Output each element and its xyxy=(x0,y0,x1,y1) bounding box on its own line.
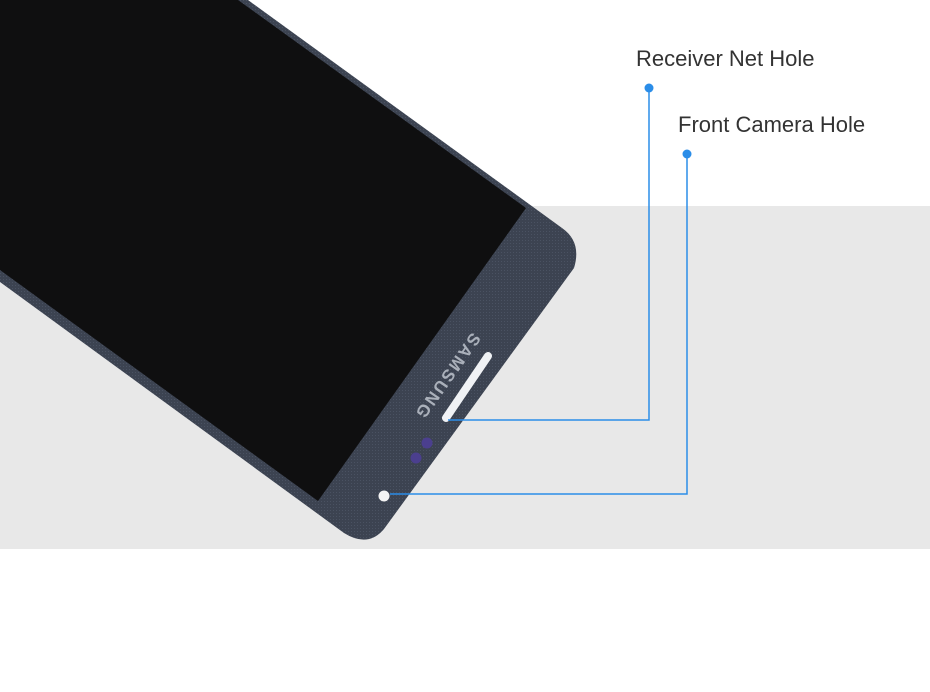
proximity-sensor-dot xyxy=(421,437,433,449)
camera-callout-line xyxy=(390,154,688,495)
camera-callout-dot xyxy=(682,149,692,159)
phone-screen xyxy=(0,0,526,501)
front-camera-hole-label: Front Camera Hole xyxy=(678,112,866,137)
receiver-net-hole-label: Receiver Net Hole xyxy=(636,46,815,71)
receiver-callout-line xyxy=(448,88,650,421)
light-sensor-dot xyxy=(410,452,422,464)
receiver-callout-dot xyxy=(644,83,654,93)
front-camera-hole xyxy=(378,490,390,502)
receiver-net-hole xyxy=(442,352,492,422)
